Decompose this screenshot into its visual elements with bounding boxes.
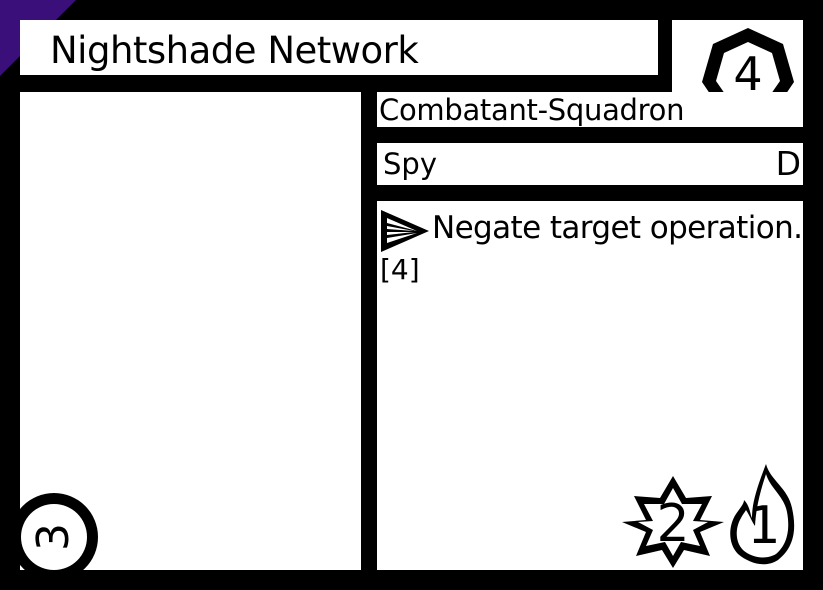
flame-icon: 1 [726,460,802,566]
power-value: 2 [656,494,690,554]
rank-label: D [775,144,801,183]
class-line-box: Spy D [377,143,803,185]
power-star-icon: 2 [620,474,726,570]
type-line: Combatant-Squadron [379,93,685,127]
effect-text: Negate target operation. [432,210,803,246]
effect-text-box: Negate target operation. [4] [377,201,803,570]
health-value: 3 [28,523,79,551]
activate-arrow-icon [381,210,429,252]
type-line-box: Combatant-Squadron [377,92,803,127]
card-art [20,92,361,570]
card-name: Nightshade Network [50,29,419,72]
effect-cost: [4] [380,253,420,286]
class-label: Spy [383,147,437,181]
health-circle-icon: 3 [10,491,100,581]
heat-value: 1 [747,496,781,556]
card-title-box: Nightshade Network [20,20,658,75]
